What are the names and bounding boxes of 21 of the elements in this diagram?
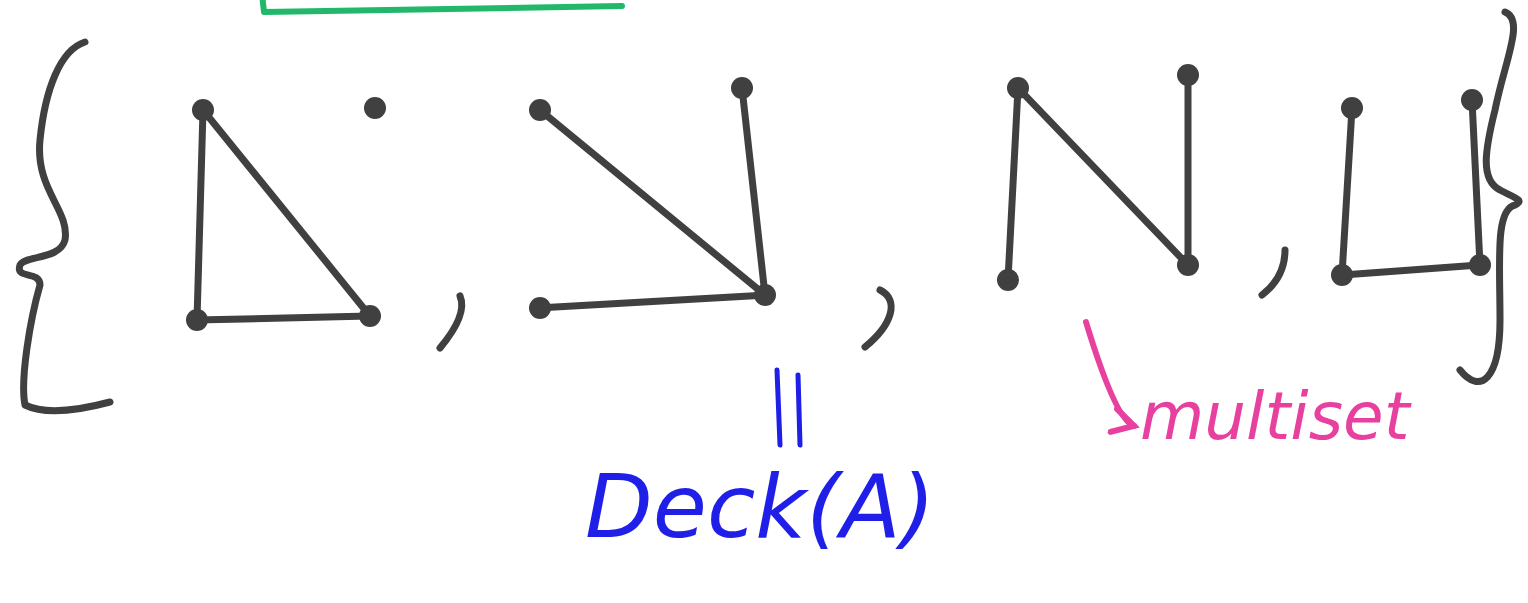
vertex-dot <box>529 297 551 319</box>
vertex-dot <box>529 99 551 121</box>
vertex-dot <box>186 309 208 331</box>
graph-edge <box>545 113 760 292</box>
deck-label: Deck(A) <box>585 455 936 558</box>
vertex-dot <box>1331 264 1353 286</box>
vertex-dot <box>1341 97 1363 119</box>
vertex-dot <box>1469 254 1491 276</box>
vertex-dot <box>1177 64 1199 86</box>
vertex-dot <box>1007 77 1029 99</box>
vertex-dot <box>1177 254 1199 276</box>
graph-edge <box>1022 92 1184 261</box>
vertex-dot <box>192 99 214 121</box>
vertex-dot <box>754 284 776 306</box>
vertex-dot <box>359 305 381 327</box>
graph-edge <box>206 115 367 311</box>
vertex-dot <box>997 269 1019 291</box>
vertex-dot <box>364 97 386 119</box>
vertex-dot <box>731 77 753 99</box>
multiset-note: multiset <box>1140 378 1410 455</box>
vertex-dot <box>1461 89 1483 111</box>
